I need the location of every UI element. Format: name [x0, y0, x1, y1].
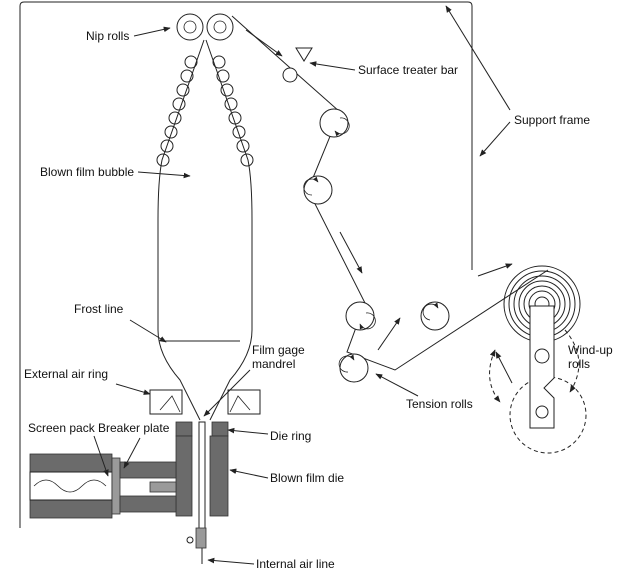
label-blown-film-bubble: Blown film bubble: [40, 165, 134, 179]
treater-roll: [282, 67, 298, 83]
surface-treater-bar: [295, 47, 313, 62]
label-nip-rolls: Nip rolls: [86, 29, 129, 43]
label-frost-line: Frost line: [74, 302, 124, 316]
callout-arrows: [93, 5, 513, 565]
blown-film-bubble: [157, 39, 253, 421]
label-film-gage: Film gage: [252, 343, 305, 357]
label-blown-film-die: Blown film die: [270, 471, 344, 485]
label-breaker-plate: Breaker plate: [98, 421, 170, 435]
breaker-plate: [111, 457, 121, 515]
guide-rolls-left: [156, 55, 198, 167]
label-wind-up: Wind-up: [568, 343, 613, 357]
label-screen-pack: Screen pack: [28, 421, 96, 435]
label-external-air-ring: External air ring: [24, 367, 108, 381]
idler-rolls: [303, 108, 350, 205]
support-frame: [19, 1, 473, 528]
label-support-frame: Support frame: [514, 113, 590, 127]
label-internal-air-line: Internal air line: [256, 557, 335, 571]
nip-rolls: [176, 13, 234, 41]
label-tension-rolls: Tension rolls: [406, 397, 473, 411]
label-die-ring: Die ring: [270, 429, 311, 443]
label-mandrel: mandrel: [252, 357, 295, 371]
extruder: [29, 453, 177, 519]
external-air-ring: [149, 389, 261, 415]
wind-up-roll: [489, 265, 587, 454]
guide-rolls-right: [212, 55, 254, 167]
web-direction-arrows: [245, 29, 513, 351]
tension-rolls: [338, 301, 450, 383]
label-rolls: rolls: [568, 357, 590, 371]
blown-film-die: [175, 421, 229, 564]
label-surface-treater-bar: Surface treater bar: [358, 63, 458, 77]
